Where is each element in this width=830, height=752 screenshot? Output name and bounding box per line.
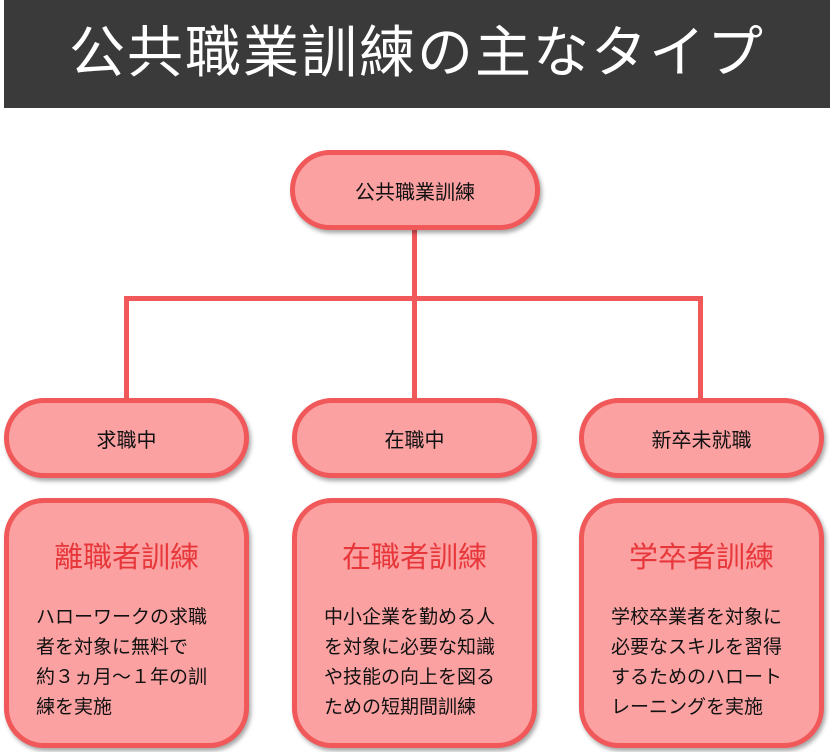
category-node-job-seeking: 求職中: [4, 398, 249, 478]
description-line: するためのハロート: [611, 666, 783, 688]
description-line: 約３ヵ月～１年の訓: [36, 666, 208, 688]
description-line: ハローワークの求職: [36, 606, 208, 628]
root-node: 公共職業訓練: [290, 150, 540, 230]
category-node-employed: 在職中: [292, 398, 537, 478]
training-card-description: 学校卒業者を対象に 必要なスキルを習得 するためのハロート レーニングを実施: [611, 602, 811, 722]
training-card-job-seeker: 離職者訓練 ハローワークの求職 者を対象に無料で 約３ヵ月～１年の訓 練を実施: [4, 498, 249, 748]
root-node-label: 公共職業訓練: [355, 179, 475, 204]
description-line: 者を対象に無料で: [36, 636, 189, 658]
connector-root-stem: [412, 228, 417, 300]
description-line: 中小企業を勤める人: [324, 606, 496, 628]
training-card-heading: 学卒者訓練: [628, 540, 774, 574]
training-card-description: 中小企業を勤める人 を対象に必要な知識 や技能の向上を図る ための短期間訓練: [324, 602, 524, 722]
description-line: 練を実施: [36, 696, 113, 718]
connector-center-drop: [412, 296, 417, 402]
description-line: ための短期間訓練: [324, 696, 477, 718]
category-node-label: 在職中: [384, 427, 445, 452]
training-card-heading: 離職者訓練: [53, 540, 199, 574]
description-line: を対象に必要な知識: [324, 636, 496, 658]
connector-left-drop: [124, 296, 129, 402]
training-card-graduate: 学卒者訓練 学校卒業者を対象に 必要なスキルを習得 するためのハロート レーニン…: [579, 498, 824, 748]
description-line: レーニングを実施: [611, 696, 764, 718]
connector-right-drop: [698, 296, 703, 402]
description-line: 学校卒業者を対象に: [611, 606, 783, 628]
category-node-new-graduate: 新卒未就職: [579, 398, 824, 478]
category-node-label: 新卒未就職: [651, 427, 752, 452]
description-line: 必要なスキルを習得: [611, 636, 783, 658]
description-line: や技能の向上を図る: [324, 666, 496, 688]
diagram-title: 公共職業訓練の主なタイプ: [69, 21, 765, 86]
category-node-label: 求職中: [96, 427, 157, 452]
title-bar: 公共職業訓練の主なタイプ: [4, 0, 830, 108]
training-card-employed: 在職者訓練 中小企業を勤める人 を対象に必要な知識 や技能の向上を図る ための短…: [292, 498, 537, 748]
training-card-description: ハローワークの求職 者を対象に無料で 約３ヵ月～１年の訓 練を実施: [36, 602, 236, 722]
training-card-heading: 在職者訓練: [341, 540, 487, 574]
